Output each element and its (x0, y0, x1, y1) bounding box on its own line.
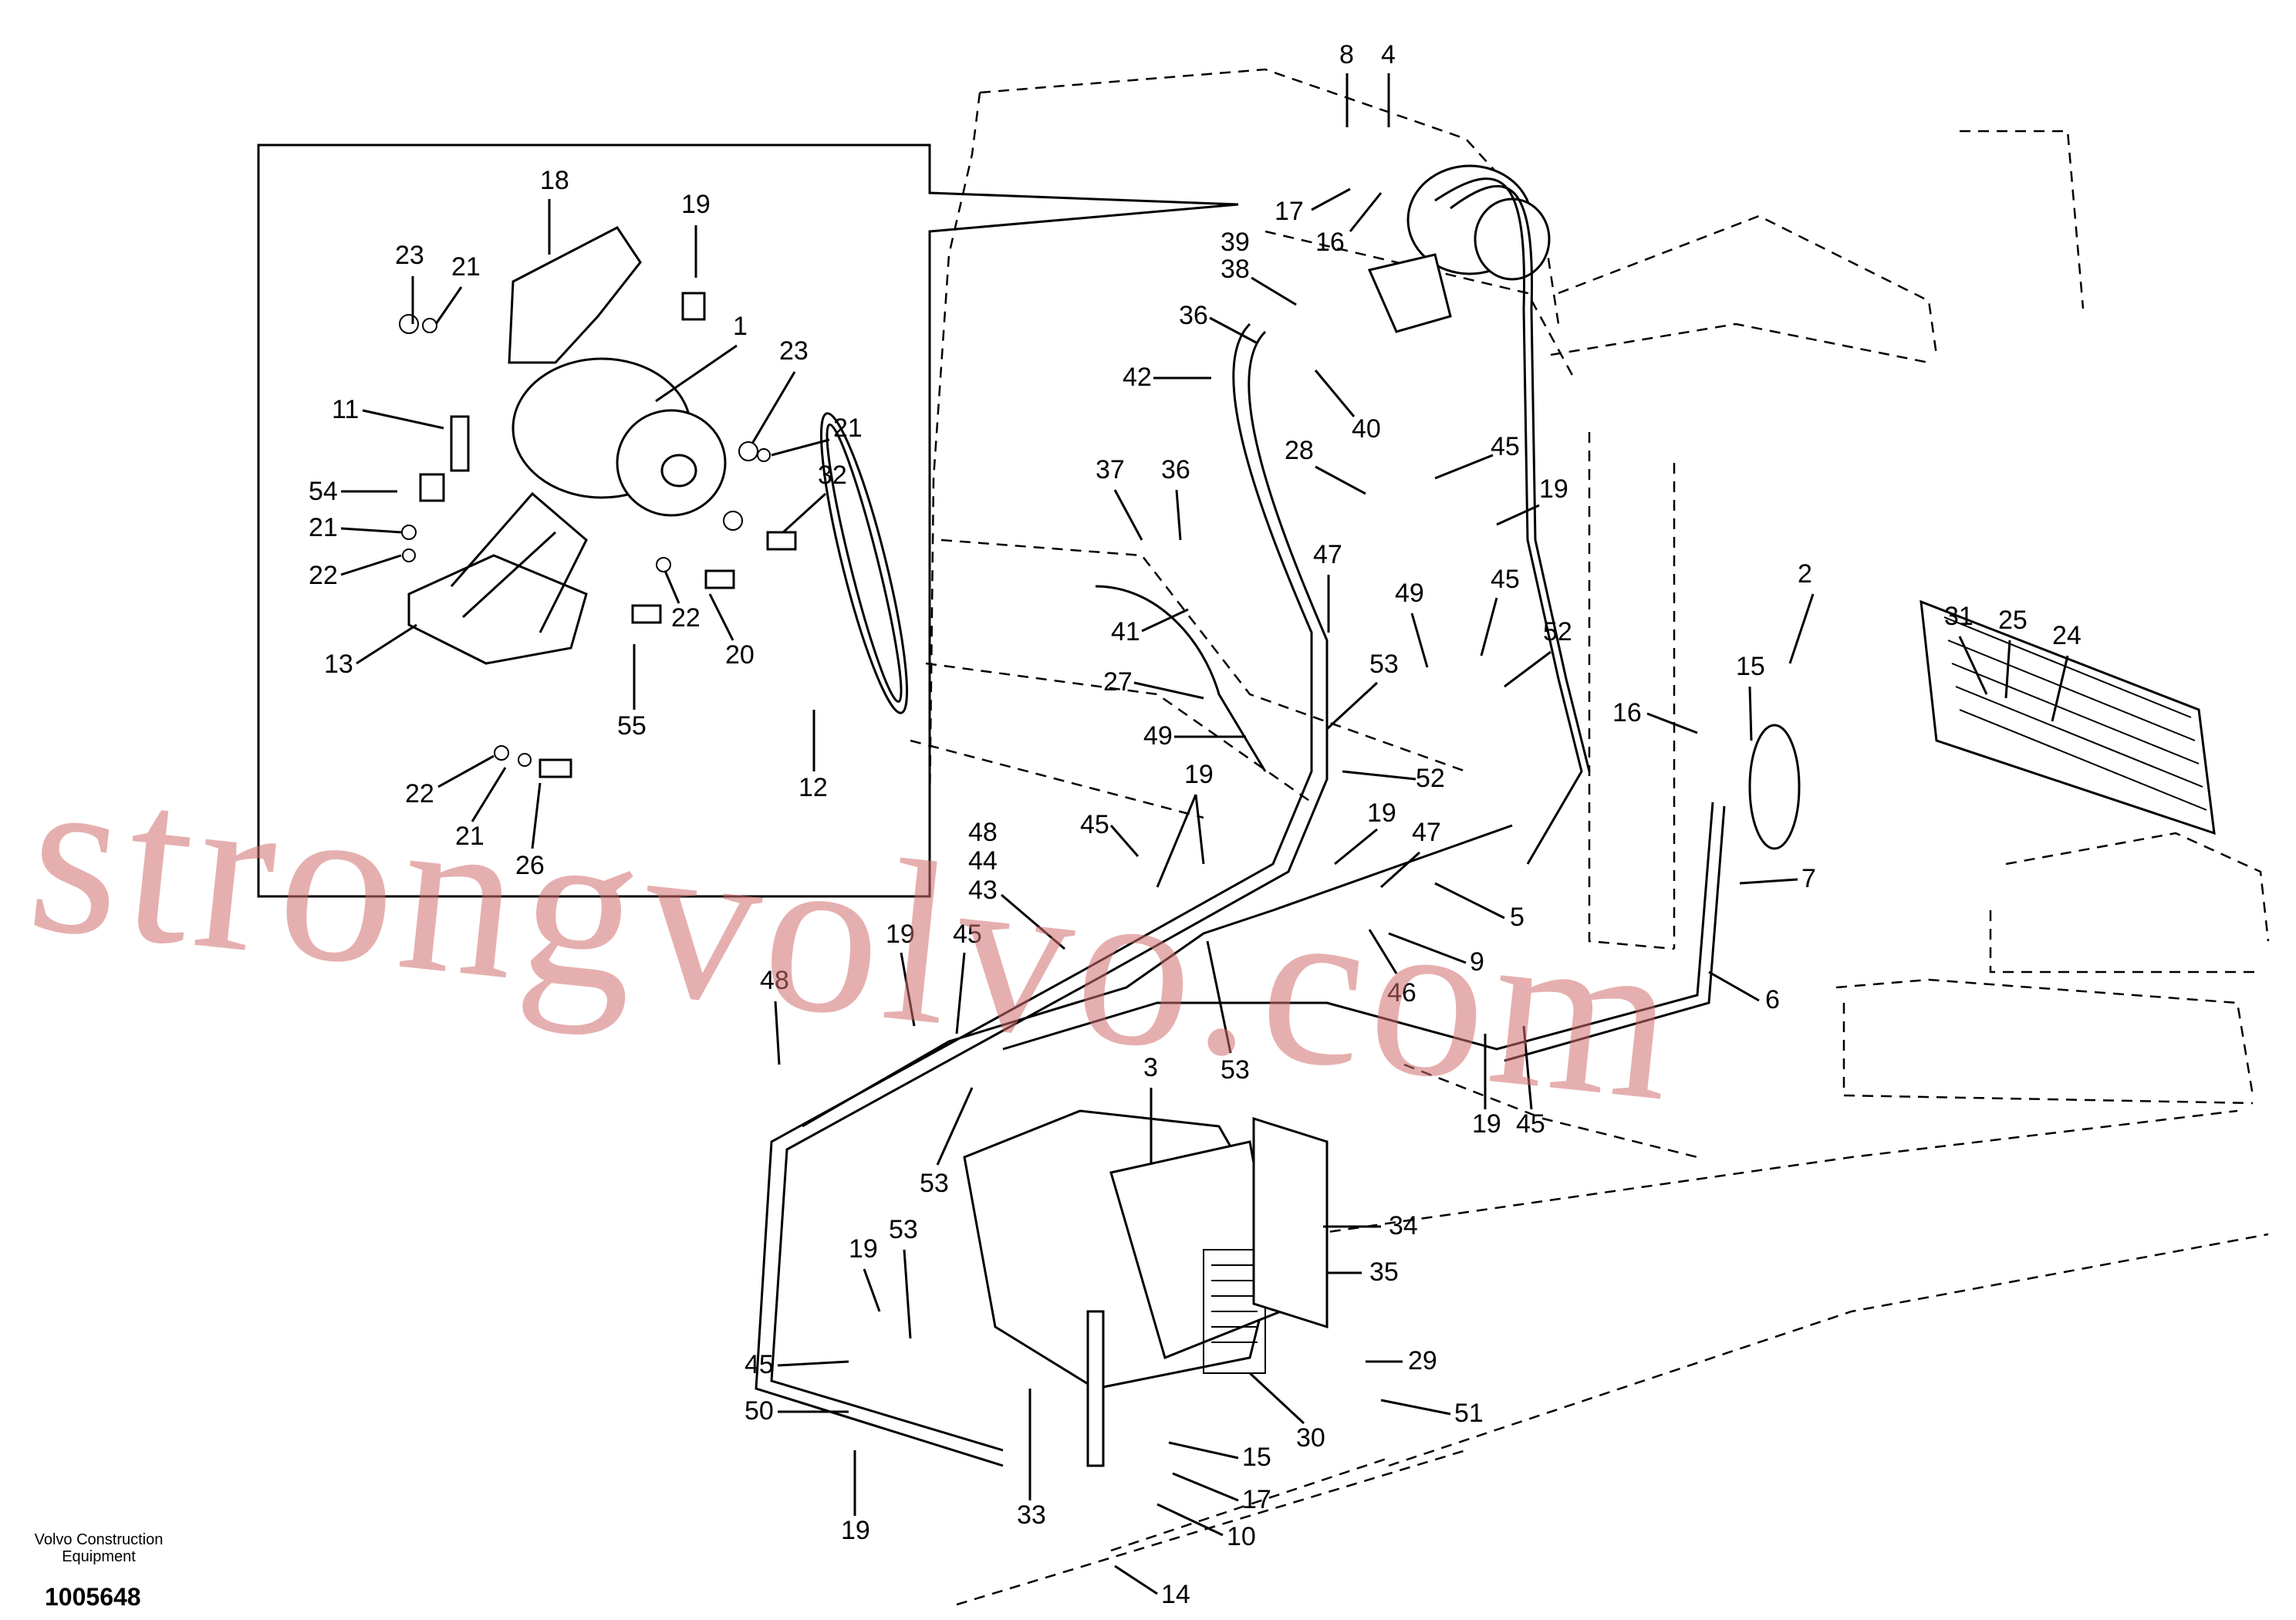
callout-47: 47 (1313, 540, 1342, 569)
callout-36: 36 (1179, 301, 1208, 330)
callout-21: 21 (451, 252, 481, 282)
callout-8: 8 (1339, 40, 1354, 69)
callout-25: 25 (1998, 606, 2028, 635)
credit-line-1: Volvo Construction (34, 1531, 164, 1548)
callout-16: 16 (1315, 228, 1345, 257)
callout-10: 10 (1227, 1522, 1256, 1551)
callout-54: 54 (309, 477, 338, 506)
callout-53: 53 (920, 1169, 949, 1198)
machine-outline (910, 68, 2270, 1606)
callout-31: 31 (1944, 602, 1974, 631)
callout-22: 22 (309, 561, 338, 590)
callout-24: 24 (2052, 621, 2082, 650)
callout-19: 19 (1184, 760, 1214, 789)
compressor-detail (399, 226, 908, 778)
callout-27: 27 (1103, 667, 1133, 697)
callout-6: 6 (1765, 985, 1780, 1014)
callout-36: 36 (1161, 455, 1190, 484)
callout-7: 7 (1801, 864, 1816, 893)
callout-23: 23 (395, 241, 424, 270)
callout-19: 19 (1472, 1109, 1501, 1139)
callout-22: 22 (405, 779, 434, 808)
callout-43: 43 (968, 876, 998, 905)
callout-26: 26 (515, 851, 545, 880)
publisher-credit: Volvo Construction Equipment (14, 1531, 184, 1565)
callout-45: 45 (1080, 810, 1109, 839)
callout-22: 22 (671, 603, 701, 633)
callout-37: 37 (1096, 455, 1125, 484)
callout-42: 42 (1123, 363, 1152, 392)
callout-52: 52 (1543, 617, 1572, 646)
callout-3: 3 (1143, 1053, 1158, 1082)
callout-53: 53 (1221, 1055, 1250, 1085)
callout-1: 1 (733, 312, 748, 341)
document-number: 1005648 (45, 1583, 141, 1611)
callout-19: 19 (849, 1234, 878, 1264)
callout-45: 45 (1516, 1109, 1545, 1139)
callout-28: 28 (1285, 436, 1314, 465)
detail-inset-frame (257, 143, 1239, 898)
callout-2: 2 (1798, 559, 1812, 589)
callout-9: 9 (1470, 947, 1484, 977)
callout-32: 32 (818, 461, 847, 490)
callout-33: 33 (1017, 1500, 1046, 1530)
callout-52: 52 (1416, 764, 1445, 793)
callout-53: 53 (889, 1215, 918, 1244)
callout-19: 19 (841, 1516, 870, 1545)
callout-47: 47 (1412, 818, 1441, 847)
callout-21: 21 (455, 822, 485, 851)
callout-45: 45 (1491, 432, 1520, 461)
callout-19: 19 (681, 190, 711, 219)
callout-53: 53 (1369, 650, 1399, 679)
callout-14: 14 (1161, 1580, 1190, 1609)
callout-18: 18 (540, 166, 569, 195)
callout-15: 15 (1242, 1443, 1271, 1472)
callout-19: 19 (886, 920, 915, 949)
callout-4: 4 (1381, 40, 1396, 69)
callout-48: 48 (968, 818, 998, 847)
callout-19: 19 (1367, 798, 1396, 828)
callout-20: 20 (725, 640, 755, 670)
callout-15: 15 (1736, 652, 1765, 681)
callout-55: 55 (617, 711, 647, 741)
callout-11: 11 (332, 395, 359, 424)
callout-17: 17 (1275, 197, 1304, 226)
callout-21: 21 (833, 413, 863, 443)
callout-38: 38 (1221, 255, 1250, 284)
callout-51: 51 (1454, 1399, 1484, 1428)
callout-23: 23 (779, 336, 809, 366)
callout-19: 19 (1539, 474, 1568, 504)
hose-routing (755, 177, 1726, 1467)
callout-40: 40 (1352, 414, 1381, 444)
callout-48: 48 (760, 966, 789, 995)
callout-13: 13 (324, 650, 353, 679)
part-callouts: 18 19 23 21 1 23 21 11 32 54 21 22 13 55… (309, 40, 2082, 1609)
callout-29: 29 (1408, 1346, 1437, 1375)
ac-assembly (963, 164, 2216, 1467)
callout-50: 50 (745, 1396, 774, 1426)
callout-12: 12 (799, 773, 828, 802)
callout-16: 16 (1612, 698, 1642, 727)
callout-17: 17 (1242, 1485, 1271, 1514)
callout-45: 45 (953, 920, 982, 949)
callout-45: 45 (1491, 565, 1520, 594)
callout-5: 5 (1510, 903, 1524, 932)
callout-45: 45 (745, 1350, 774, 1379)
callout-46: 46 (1387, 978, 1416, 1007)
credit-line-2: Equipment (62, 1548, 136, 1565)
callout-35: 35 (1369, 1257, 1399, 1287)
callout-49: 49 (1395, 579, 1424, 608)
callout-44: 44 (968, 846, 998, 876)
callout-30: 30 (1296, 1423, 1325, 1453)
callout-21: 21 (309, 513, 338, 542)
callout-39: 39 (1221, 228, 1250, 257)
callout-49: 49 (1143, 721, 1173, 751)
callout-34: 34 (1389, 1211, 1418, 1240)
callout-41: 41 (1111, 617, 1140, 646)
